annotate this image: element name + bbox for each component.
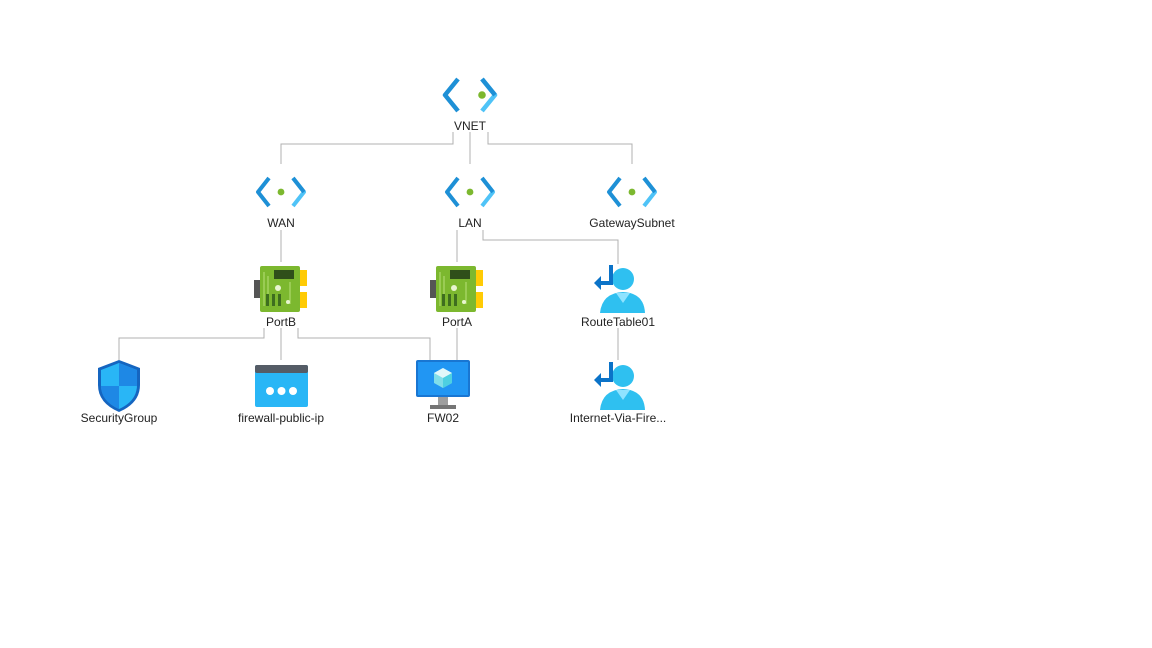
edge-portb-fw02 [297, 328, 431, 360]
node-wan-label: WAN [267, 216, 295, 230]
subnet-icon [256, 176, 306, 208]
network-security-group-icon [98, 360, 140, 412]
node-route-table01-label: RouteTable01 [580, 315, 656, 329]
virtual-machine-icon [416, 360, 470, 409]
edge-portb-securitygroup [118, 328, 265, 360]
edge-lan-routetable01 [482, 230, 619, 264]
public-ip-icon [255, 365, 308, 407]
node-vnet-label: VNET [453, 119, 487, 133]
network-interface-icon [254, 266, 307, 312]
node-internet-via-firewall-label: Internet-Via-Fire... [569, 411, 667, 425]
node-port-a-label: PortA [441, 315, 473, 329]
network-interface-icon [430, 266, 483, 312]
edge-vnet-gatewaysubnet [487, 132, 633, 164]
node-firewall-public-ip-label: firewall-public-ip [237, 411, 325, 425]
node-lan-label: LAN [458, 216, 482, 230]
subnet-icon [607, 176, 657, 208]
edge-vnet-wan [280, 132, 454, 164]
node-gateway-subnet-label: GatewaySubnet [589, 216, 675, 230]
virtual-network-icon [442, 77, 498, 113]
route-table-icon [594, 362, 645, 410]
node-security-group-label: SecurityGroup [80, 411, 158, 425]
subnet-icon [445, 176, 495, 208]
node-fw02-label: FW02 [426, 411, 460, 425]
node-port-b-label: PortB [265, 315, 297, 329]
route-table-icon [594, 265, 645, 313]
